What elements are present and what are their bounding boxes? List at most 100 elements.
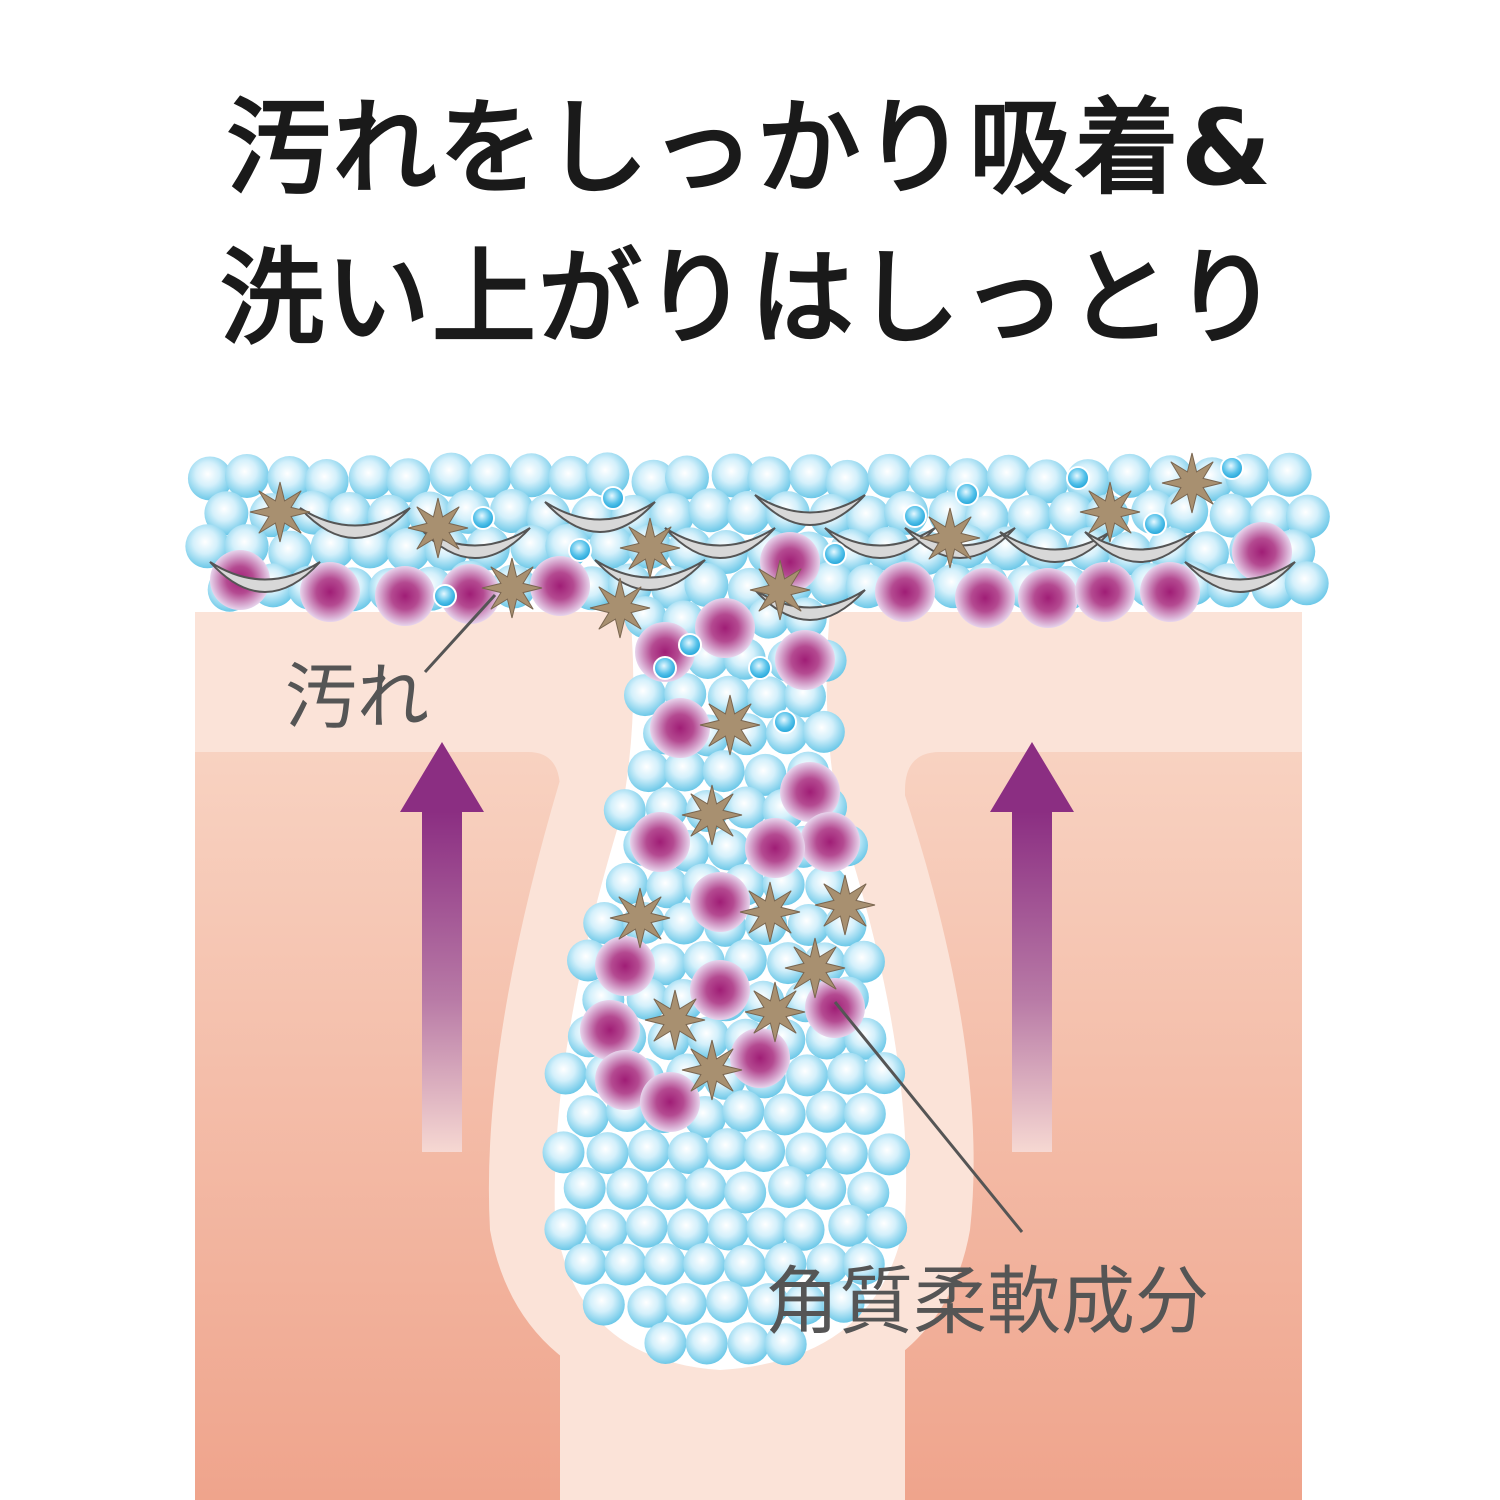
bubble-icon [563, 1167, 606, 1210]
bubble-icon [1048, 491, 1093, 536]
bubble-icon [663, 749, 706, 792]
bubble-icon [386, 458, 431, 503]
bubble-icon [471, 506, 495, 530]
bubble-icon [627, 750, 670, 793]
bubble-icon [588, 524, 633, 569]
bubble-icon [644, 1321, 687, 1364]
bubble-icon [606, 1167, 649, 1210]
bubble-icon [688, 488, 733, 533]
bubble-icon [683, 1243, 726, 1286]
bubble-icon [764, 1323, 807, 1366]
bubble-icon [1220, 456, 1244, 480]
dirt-star-icon [681, 1039, 743, 1101]
keratin-flake-icon [754, 494, 866, 526]
bubble-icon [653, 656, 677, 680]
bubble-icon [827, 1052, 870, 1095]
ingredient-particle-icon [1140, 562, 1200, 622]
up-arrow-icon [400, 742, 484, 1152]
bubble-icon [601, 486, 625, 510]
bubble-icon [723, 1244, 766, 1287]
ingredient-particle-icon [695, 598, 755, 658]
bubble-icon [727, 1322, 770, 1365]
ingredient-particle-icon [630, 812, 690, 872]
bubble-icon [908, 454, 953, 499]
bubble-icon [783, 1282, 826, 1325]
bubble-icon [747, 676, 790, 719]
bubble-icon [386, 527, 431, 572]
bubble-icon [649, 493, 694, 538]
ingredient-particle-icon [775, 630, 835, 690]
dirt-star-icon [814, 874, 876, 936]
bubble-icon [628, 1129, 671, 1172]
bubble-icon [743, 1129, 786, 1172]
ingredient-particle-icon [375, 566, 435, 626]
ingredient-callout-line [833, 1001, 1024, 1233]
bubble-icon [684, 1167, 727, 1210]
bubble-icon [847, 1171, 890, 1214]
bubble-icon [842, 940, 885, 983]
dirt-star-icon [589, 577, 651, 639]
bubble-icon [605, 862, 648, 905]
ingredient-particle-icon [580, 1000, 640, 1060]
dirt-star-icon [739, 881, 801, 943]
bubble-icon [566, 1095, 609, 1138]
bubble-icon [746, 1207, 789, 1250]
bubble-icon [805, 1090, 848, 1133]
bubble-icon [763, 1093, 806, 1136]
bubble-icon [724, 1171, 767, 1214]
bubble-icon [645, 943, 688, 986]
bubble-icon [1267, 452, 1312, 497]
bubble-icon [706, 1128, 749, 1171]
ingredient-particle-icon [805, 978, 865, 1038]
bubble-icon [787, 904, 830, 947]
ingredient-particle-icon [955, 568, 1015, 628]
keratin-flakes [209, 494, 1296, 621]
bubble-icon [1107, 453, 1152, 498]
keratin-flake-icon [754, 589, 866, 621]
dirt-star-icon [744, 981, 806, 1043]
ingredient-particle-icon [640, 1072, 700, 1132]
keratin-flake-icon [824, 527, 936, 559]
bubble-icon [667, 1208, 710, 1251]
bubble-icon [583, 901, 626, 944]
dirt-star-icon [609, 887, 671, 949]
ingredient-particle-icon [650, 698, 710, 758]
bubble-icon [843, 1092, 886, 1135]
bubble-icon [548, 455, 593, 500]
ingredient-particle-icon [780, 762, 840, 822]
ingredient-particle-icon [745, 818, 805, 878]
bubble-icon [802, 710, 845, 753]
bubble-icon [865, 1206, 908, 1249]
keratin-flake-icon [209, 561, 321, 593]
bubble-icon [544, 1052, 587, 1095]
headline-line-2: 洗い上がりはしっとり [219, 237, 1280, 359]
bubble-icon [903, 504, 927, 528]
dirt-star-icon [749, 559, 811, 621]
bubble-icon [825, 459, 870, 504]
skin-dermis-left [195, 752, 560, 1500]
dirt-star-icon [784, 937, 846, 999]
bubble-icon [433, 584, 457, 608]
bubble-icon [789, 454, 834, 499]
bubble-icon [187, 456, 232, 501]
keratin-flake-icon [1184, 561, 1296, 593]
ingredient-particle-icon [690, 960, 750, 1020]
ingredient-particle-icon [530, 556, 590, 616]
ingredient-particles [210, 522, 1292, 1132]
keratin-flake-icon [544, 501, 656, 533]
bubble-icon [782, 1208, 825, 1251]
bubble-icon [1285, 494, 1330, 539]
bubble-icon [744, 753, 787, 796]
bubble-icon [868, 1133, 911, 1176]
bubble-icon [986, 454, 1031, 499]
bubble-icon [806, 1243, 849, 1286]
ingredient-particle-icon [300, 562, 360, 622]
ingredient-particle-icon [1075, 562, 1135, 622]
bubble-icon [726, 490, 771, 535]
bubble-icon [585, 1208, 628, 1251]
bubble-icon [603, 789, 646, 832]
bubble-icon [707, 1208, 750, 1251]
ingredient-particle-icon [800, 812, 860, 872]
bubble-icon [711, 453, 756, 498]
